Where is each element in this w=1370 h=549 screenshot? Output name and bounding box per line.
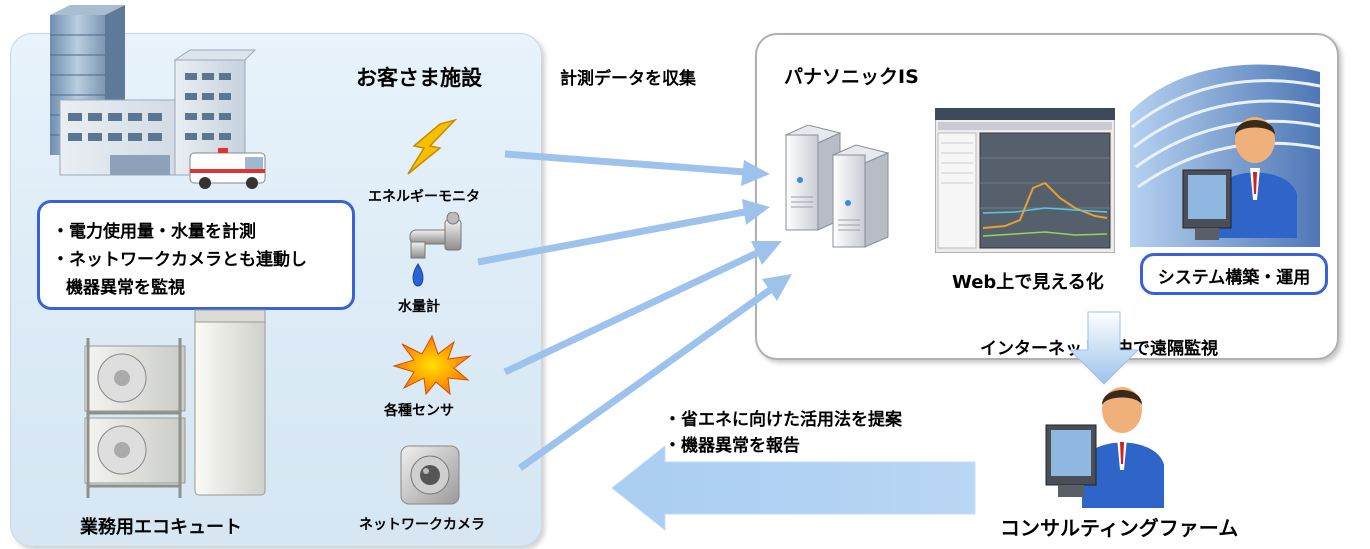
system-operation-box: システム構築・運用 [1140,253,1328,295]
monitoring-callout: ・電力使用量・水量を計測 ・ネットワークカメラとも連動し 機器異常を監視 [37,200,355,310]
report-line-1: ・省エネに向けた活用法を提案 [664,410,902,430]
measurement-arrow-sensor [503,241,782,376]
sensors-label: 各種センサ [384,403,454,419]
energy-monitor-label: エネルギーモニタ [368,189,480,205]
callout-line-1: ・電力使用量・水量を計測 [52,222,256,242]
faucet-icon [409,212,462,287]
panasonic-is-title: パナソニックIS [784,66,919,88]
hospital-building-illustration [50,5,266,189]
callout-line-3: 機器異常を監視 [66,278,185,298]
system-operation-label: システム構築・運用 [1157,268,1311,288]
callout-line-2: ・ネットワークカメラとも連動し [52,250,307,270]
collect-data-label: 計測データを収集 [560,69,696,89]
customer-facility-title: お客さま施設 [356,66,482,90]
report-left-arrow [611,444,976,532]
consulting-firm-label: コンサルティングファーム [1000,516,1239,540]
network-camera-icon [400,445,460,505]
web-visualization-label: Web上で見える化 [952,272,1104,293]
lightning-icon [407,118,458,175]
water-meter-label: 水量計 [398,299,440,315]
measurement-arrow-energy [504,150,770,186]
operator-person-icon [1182,117,1297,240]
report-line-2: ・機器異常を報告 [664,436,800,456]
consultant-person-icon [1045,387,1164,508]
sensor-burst-icon [392,334,472,396]
remote-monitoring-label: インターネット経由で遠隔監視 [980,339,1218,359]
network-camera-label: ネットワークカメラ [359,517,485,533]
server-icon [784,125,890,248]
ecocute-label: 業務用エコキュート [80,517,242,538]
web-dashboard-screenshot [935,108,1115,253]
ecocute-units-illustration [84,309,266,498]
